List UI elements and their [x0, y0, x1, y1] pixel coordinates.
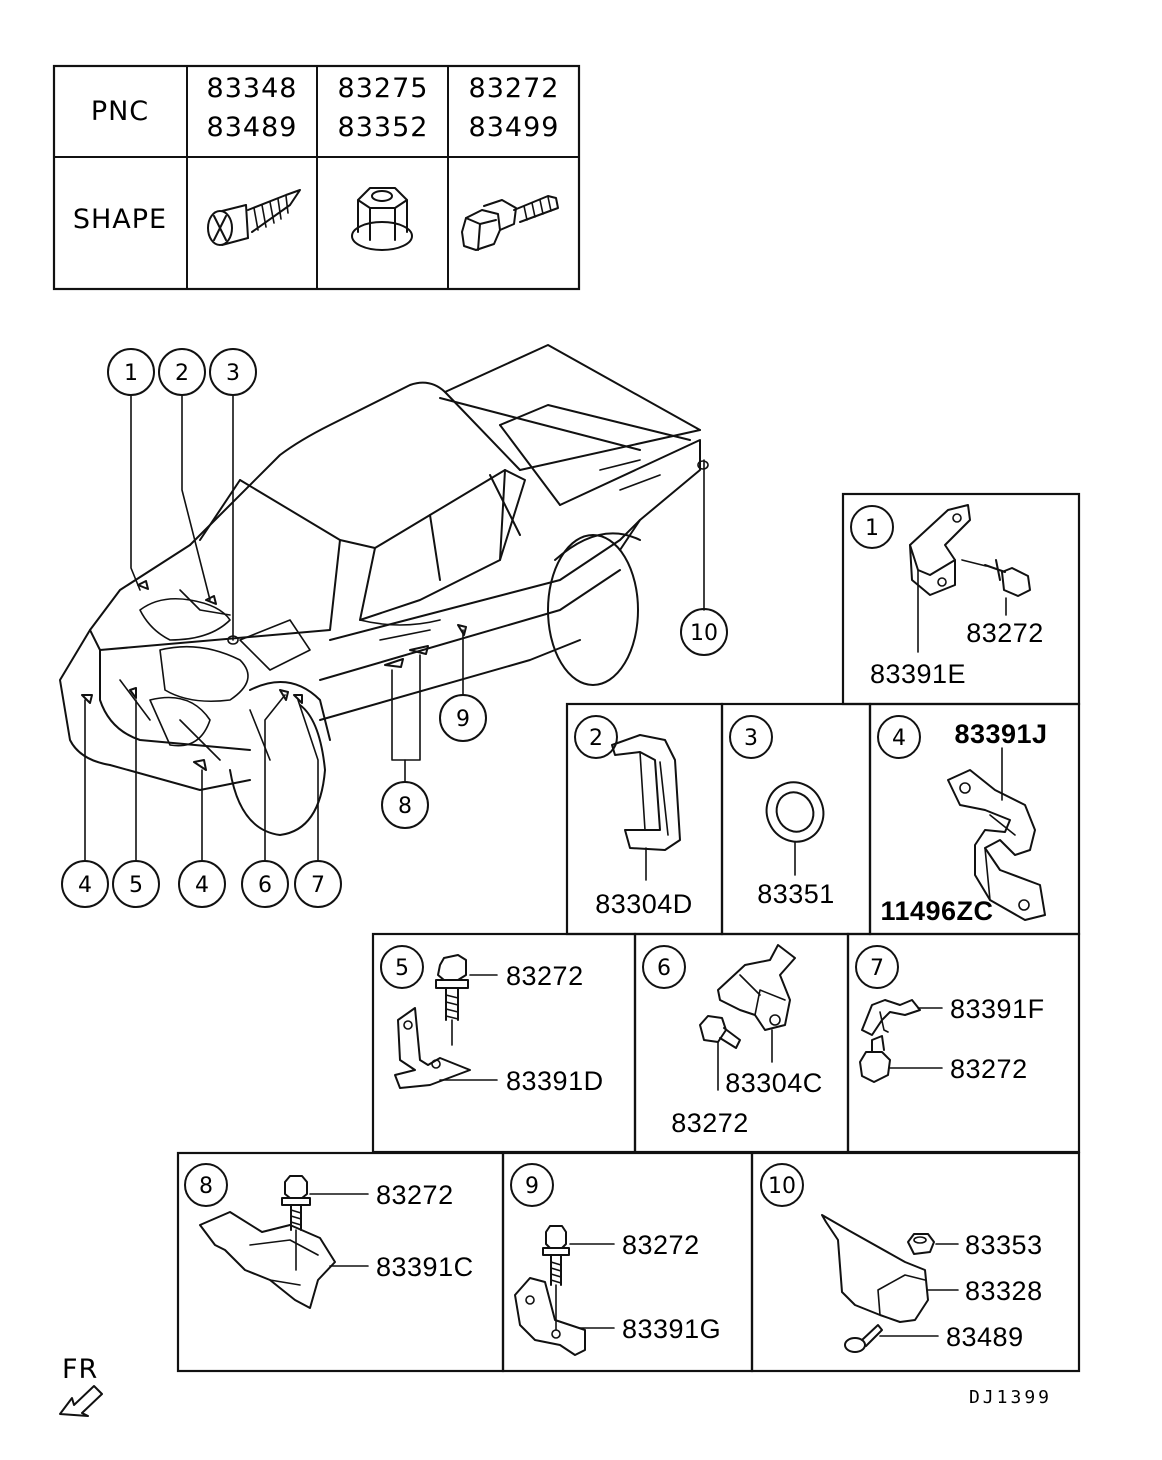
callout-2: 2 [175, 361, 189, 386]
pnc-col3-b: 83499 [469, 112, 560, 143]
flange-bolt-icon [461, 195, 559, 251]
detail-9-part-b: 83391G [622, 1314, 721, 1344]
detail-4-num: 4 [892, 726, 906, 751]
detail-2-part: 83304D [595, 889, 693, 919]
bracket-6-drawing [699, 944, 796, 1049]
detail-3-part: 83351 [757, 879, 835, 909]
detail-10-part-b: 83328 [965, 1276, 1043, 1306]
detail-2-num: 2 [589, 726, 603, 751]
detail-7-num: 7 [870, 956, 884, 981]
bracket-8-drawing [199, 1175, 336, 1309]
detail-7-part-b: 83272 [950, 1054, 1028, 1084]
bracket-4-drawing [947, 769, 1046, 921]
detail-box-7: 7 83391F 83272 [846, 932, 1081, 1154]
detail-box-5: 5 83272 83391D [371, 932, 637, 1154]
vehicle-callouts: 1 2 3 4 5 4 6 7 8 9 10 [61, 348, 728, 908]
detail-4-part-a: 83391J [954, 719, 1047, 749]
detail-10-part-a: 83353 [965, 1230, 1043, 1260]
detail-5-part-b: 83391D [506, 1066, 604, 1096]
detail-4-part-b: 11496ZC [880, 896, 993, 926]
bracket-1-drawing [909, 504, 1031, 597]
vehicle-illustration [59, 344, 701, 836]
front-arrow-icon [59, 1385, 103, 1417]
bracket-2-drawing [611, 734, 681, 851]
grommet-drawing [765, 781, 825, 843]
detail-8-part-b: 83391C [376, 1252, 474, 1282]
callout-1: 1 [124, 361, 138, 386]
diagram-code: DJ1399 [969, 1387, 1052, 1408]
detail-3-num: 3 [744, 726, 758, 751]
pnc-col2-a: 83275 [338, 73, 429, 104]
detail-box-3: 3 83351 [720, 702, 872, 936]
callout-9: 9 [456, 707, 470, 732]
pnc-col2-b: 83352 [338, 112, 429, 143]
detail-box-1: 1 83272 83391E [841, 492, 1081, 706]
callout-4b: 4 [195, 873, 209, 898]
detail-box-6: 6 83304C 83272 [633, 932, 850, 1154]
detail-8-part-a: 83272 [376, 1180, 454, 1210]
bracket-7-drawing [859, 999, 921, 1083]
callout-4a: 4 [78, 873, 92, 898]
detail-box-9: 9 83272 83391G [501, 1151, 754, 1373]
callout-5: 5 [129, 873, 143, 898]
detail-7-part-a: 83391F [950, 994, 1045, 1024]
detail-5-part-a: 83272 [506, 961, 584, 991]
bracket-10-drawing [821, 1214, 935, 1353]
detail-6-part-b: 83272 [671, 1108, 749, 1138]
detail-box-8: 8 83272 83391C [176, 1151, 505, 1373]
detail-9-num: 9 [525, 1174, 539, 1199]
flange-nut-icon [351, 187, 413, 251]
detail-box-4: 4 83391J 11496ZC [868, 702, 1081, 936]
detail-1-part-b: 83391E [870, 659, 966, 689]
front-direction-indicator: FR [59, 1354, 103, 1417]
detail-10-num: 10 [768, 1174, 796, 1199]
detail-box-2: 2 83304D [565, 702, 724, 936]
pnc-col1-b: 83489 [207, 112, 298, 143]
callout-7: 7 [311, 873, 325, 898]
callout-10: 10 [690, 621, 718, 646]
detail-box-10: 10 83353 83328 83489 [750, 1151, 1081, 1373]
shape-header: SHAPE [73, 204, 167, 235]
callout-3: 3 [226, 361, 240, 386]
detail-10-part-c: 83489 [946, 1322, 1024, 1352]
detail-5-num: 5 [395, 956, 409, 981]
detail-1-num: 1 [865, 516, 879, 541]
bracket-5-drawing [394, 954, 471, 1089]
pnc-col3-a: 83272 [469, 73, 560, 104]
detail-8-num: 8 [199, 1174, 213, 1199]
detail-6-num: 6 [657, 956, 671, 981]
detail-9-part-a: 83272 [622, 1230, 700, 1260]
pnc-header: PNC [91, 96, 149, 127]
pnc-col1-a: 83348 [207, 73, 298, 104]
detail-6-part-a: 83304C [725, 1068, 823, 1098]
detail-1-part-a: 83272 [966, 618, 1044, 648]
bracket-9-drawing [514, 1225, 586, 1356]
callout-8: 8 [398, 794, 412, 819]
pnc-shape-table: PNC SHAPE 83348 83489 83275 83352 83272 … [52, 64, 581, 291]
front-label: FR [62, 1354, 98, 1385]
callout-6: 6 [258, 873, 272, 898]
tapping-screw-icon [207, 189, 301, 246]
